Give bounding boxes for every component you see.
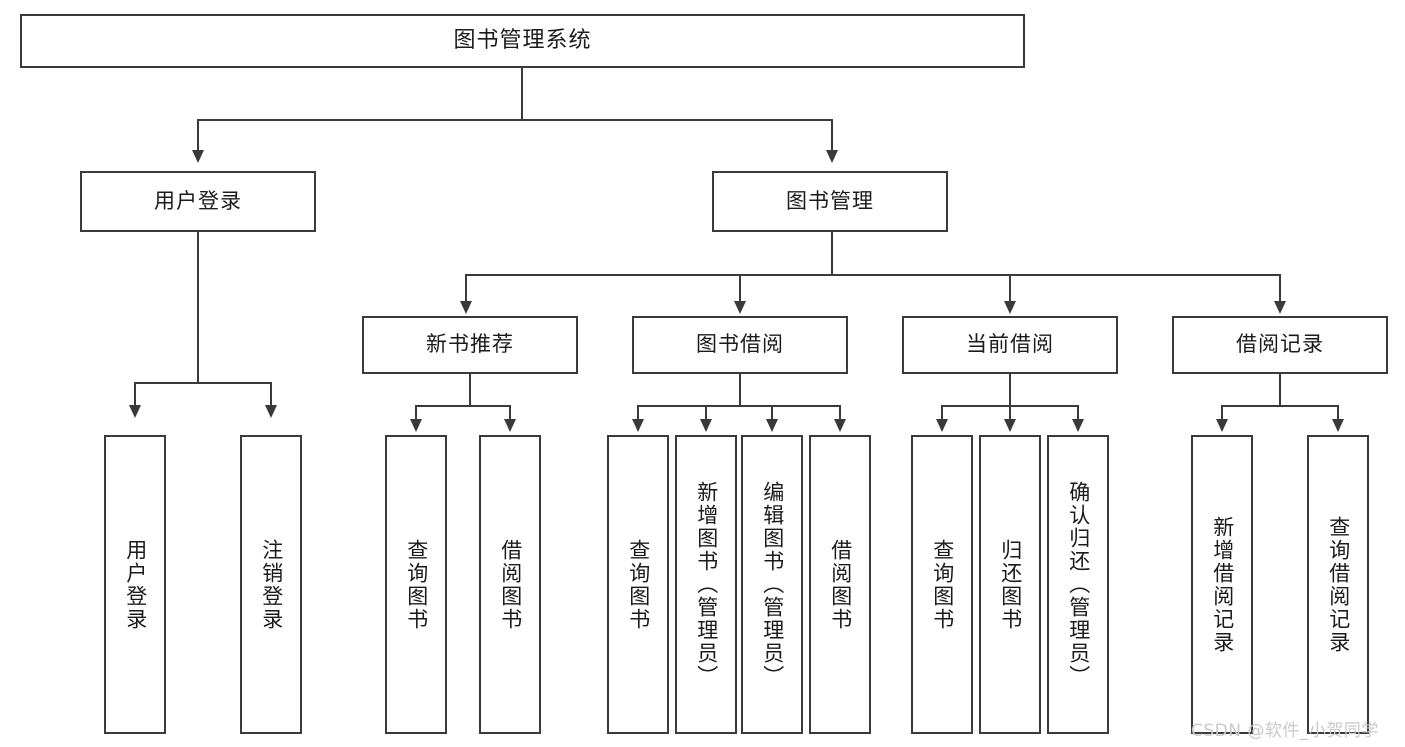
connector-root-bus bbox=[197, 119, 833, 121]
connector-user-login-to-leaf-1 bbox=[134, 382, 136, 406]
leaf-logout[interactable]: 注销登录 bbox=[240, 435, 302, 734]
arrow-icon bbox=[460, 301, 472, 314]
connector-borrow-bus bbox=[637, 405, 840, 407]
watermark-text: CSDN @软件_小贺同学 bbox=[1191, 721, 1379, 741]
arrow-icon bbox=[632, 419, 644, 432]
arrow-icon bbox=[734, 301, 746, 314]
node-label: 当前借阅 bbox=[966, 332, 1054, 357]
connector-current-to-leaf-3 bbox=[1077, 405, 1079, 420]
connector-borrow-to-leaf-3 bbox=[771, 405, 773, 420]
node-label: 新增借阅记录 bbox=[1210, 515, 1235, 654]
connector-book-mgmt-stem bbox=[831, 232, 833, 275]
node-label: 新书推荐 bbox=[426, 332, 514, 357]
arrow-icon bbox=[766, 419, 778, 432]
connector-borrow-to-leaf-4 bbox=[839, 405, 841, 420]
connector-root-to-book-mgmt bbox=[831, 119, 833, 151]
arrow-icon bbox=[1072, 419, 1084, 432]
leaf-return-book[interactable]: 归还图书 bbox=[979, 435, 1041, 734]
connector-recommend-to-leaf-1 bbox=[415, 405, 417, 420]
arrow-icon bbox=[700, 419, 712, 432]
node-root-system[interactable]: 图书管理系统 bbox=[20, 14, 1025, 68]
connector-root-to-user-login bbox=[197, 119, 199, 151]
connector-borrow-to-leaf-1 bbox=[637, 405, 639, 420]
node-label: 用户登录 bbox=[123, 538, 148, 631]
leaf-query-book-recommend[interactable]: 查询图书 bbox=[385, 435, 447, 734]
connector-borrow-stem bbox=[739, 374, 741, 406]
node-label: 查询图书 bbox=[404, 538, 429, 631]
node-label: 借阅记录 bbox=[1236, 332, 1324, 357]
arrow-icon bbox=[1274, 301, 1286, 314]
connector-recommend-stem bbox=[469, 374, 471, 406]
leaf-query-borrow-record[interactable]: 查询借阅记录 bbox=[1307, 435, 1369, 734]
connector-current-to-leaf-1 bbox=[941, 405, 943, 420]
leaf-add-book-admin[interactable]: 新增图书（管理员） bbox=[675, 435, 737, 734]
leaf-edit-book-admin[interactable]: 编辑图书（管理员） bbox=[741, 435, 803, 734]
connector-user-login-bus bbox=[134, 382, 272, 384]
connector-record-stem bbox=[1279, 374, 1281, 406]
arrow-icon bbox=[1216, 419, 1228, 432]
connector-recommend-bus bbox=[415, 405, 510, 407]
node-label: 编辑图书（管理员） bbox=[760, 481, 785, 688]
leaf-add-borrow-record[interactable]: 新增借阅记录 bbox=[1191, 435, 1253, 734]
connector-current-stem bbox=[1009, 374, 1011, 406]
node-borrow-record[interactable]: 借阅记录 bbox=[1172, 316, 1388, 374]
connector-current-to-leaf-2 bbox=[1009, 405, 1011, 420]
node-label: 确认归还（管理员） bbox=[1066, 481, 1091, 688]
connector-book-mgmt-to-l3-2 bbox=[739, 274, 741, 302]
arrow-icon bbox=[265, 405, 277, 418]
node-user-login[interactable]: 用户登录 bbox=[80, 171, 316, 232]
arrow-icon bbox=[192, 150, 204, 163]
connector-recommend-to-leaf-2 bbox=[509, 405, 511, 420]
node-label: 借阅图书 bbox=[498, 538, 523, 631]
node-book-borrow[interactable]: 图书借阅 bbox=[632, 316, 848, 374]
leaf-confirm-return-admin[interactable]: 确认归还（管理员） bbox=[1047, 435, 1109, 734]
node-new-book-recommend[interactable]: 新书推荐 bbox=[362, 316, 578, 374]
leaf-query-book-current[interactable]: 查询图书 bbox=[911, 435, 973, 734]
connector-root-stem bbox=[521, 68, 523, 120]
node-label: 查询图书 bbox=[626, 538, 651, 631]
connector-user-login-stem bbox=[197, 232, 199, 383]
connector-book-mgmt-to-l3-4 bbox=[1279, 274, 1281, 302]
node-label: 新增图书（管理员） bbox=[694, 481, 719, 688]
connector-user-login-to-leaf-2 bbox=[270, 382, 272, 406]
node-label: 图书借阅 bbox=[696, 332, 784, 357]
node-label: 注销登录 bbox=[259, 538, 284, 631]
arrow-icon bbox=[1004, 419, 1016, 432]
connector-record-to-leaf-1 bbox=[1221, 405, 1223, 420]
arrow-icon bbox=[410, 419, 422, 432]
connector-record-bus bbox=[1221, 405, 1337, 407]
connector-book-mgmt-bus bbox=[465, 274, 1281, 276]
arrow-icon bbox=[834, 419, 846, 432]
node-label: 图书管理系统 bbox=[453, 27, 592, 53]
leaf-borrow-book[interactable]: 借阅图书 bbox=[809, 435, 871, 734]
leaf-query-book-borrow[interactable]: 查询图书 bbox=[607, 435, 669, 734]
arrow-icon bbox=[504, 419, 516, 432]
node-label: 查询借阅记录 bbox=[1326, 515, 1351, 654]
leaf-user-login[interactable]: 用户登录 bbox=[104, 435, 166, 734]
connector-borrow-to-leaf-2 bbox=[705, 405, 707, 420]
node-book-management[interactable]: 图书管理 bbox=[712, 171, 948, 232]
arrow-icon bbox=[1004, 301, 1016, 314]
connector-book-mgmt-to-l3-1 bbox=[465, 274, 467, 302]
connector-record-to-leaf-2 bbox=[1337, 405, 1339, 420]
node-label: 图书管理 bbox=[786, 188, 874, 213]
node-label: 用户登录 bbox=[154, 188, 242, 213]
connector-book-mgmt-to-l3-3 bbox=[1009, 274, 1011, 302]
node-label: 查询图书 bbox=[930, 538, 955, 631]
arrow-icon bbox=[129, 405, 141, 418]
node-current-borrow[interactable]: 当前借阅 bbox=[902, 316, 1118, 374]
node-label: 借阅图书 bbox=[828, 538, 853, 631]
arrow-icon bbox=[1332, 419, 1344, 432]
arrow-icon bbox=[826, 150, 838, 163]
leaf-borrow-book-recommend[interactable]: 借阅图书 bbox=[479, 435, 541, 734]
arrow-icon bbox=[936, 419, 948, 432]
node-label: 归还图书 bbox=[998, 538, 1023, 631]
